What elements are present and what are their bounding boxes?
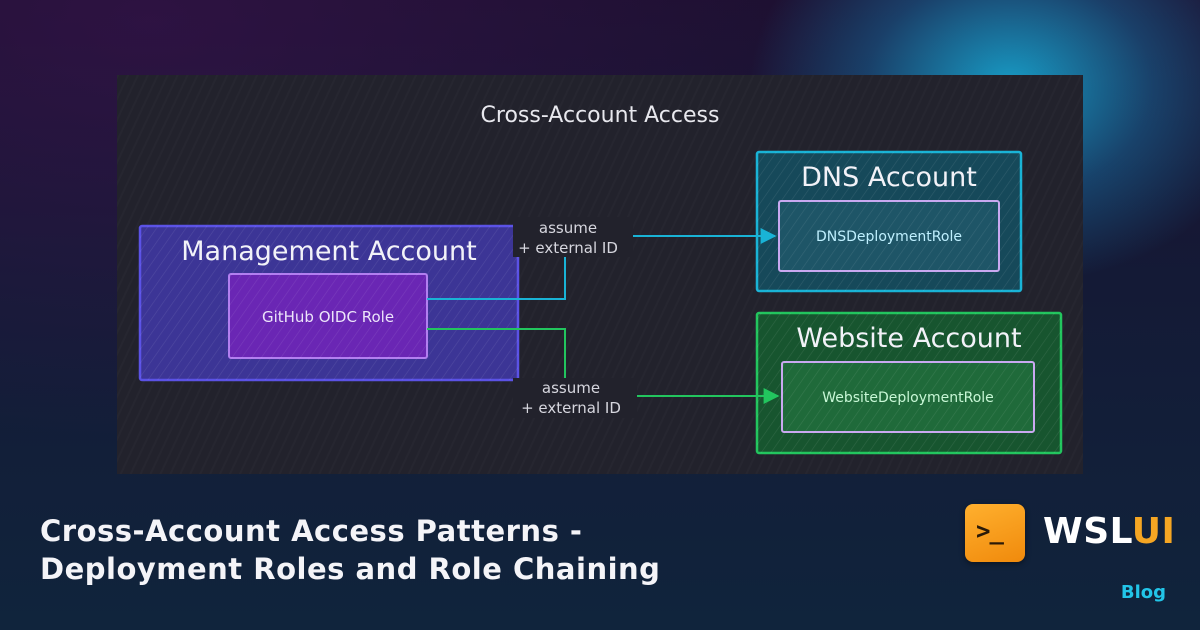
terminal-logo-icon: >_ [965,504,1025,562]
edge-label-website: assume + external ID [513,378,637,418]
dns-account-label: DNS Account [801,162,977,193]
edge-label-dns-line1: assume [539,219,597,237]
post-title: Cross-Account Access Patterns - Deployme… [40,512,780,588]
github-oidc-role-box: GitHub OIDC Role [228,273,428,359]
brand-name: WSLUI [1043,508,1175,556]
website-deployment-role-label: WebsiteDeploymentRole [822,390,994,406]
website-deployment-role-box: WebsiteDeploymentRole [781,361,1035,433]
website-account-label: Website Account [796,323,1021,354]
edge-to-dns [427,228,777,300]
edge-label-dns: assume + external ID [513,217,633,257]
post-title-line1: Cross-Account Access Patterns - [40,514,583,548]
section-label: Blog [1120,582,1166,603]
brand-name-part2: UI [1131,511,1176,552]
dns-deployment-role-box: DNSDeploymentRole [778,200,1000,272]
management-account-label: Management Account [181,236,476,267]
brand-name-part1: WSL [1043,511,1132,552]
logo-glyph: >_ [976,517,1004,545]
architecture-diagram: Cross-Account Access Management Account … [138,103,1063,455]
diagram-title: Cross-Account Access [481,103,720,128]
dns-deployment-role-label: DNSDeploymentRole [816,229,962,245]
edge-label-website-line1: assume [542,379,600,397]
edge-label-dns-line2: + external ID [518,239,618,257]
post-title-line2: Deployment Roles and Role Chaining [40,552,661,586]
diagram-card: Cross-Account Access Management Account … [117,75,1083,474]
github-oidc-role-label: GitHub OIDC Role [262,308,394,326]
edge-label-website-line2: + external ID [521,399,621,417]
edge-to-website [427,328,780,404]
